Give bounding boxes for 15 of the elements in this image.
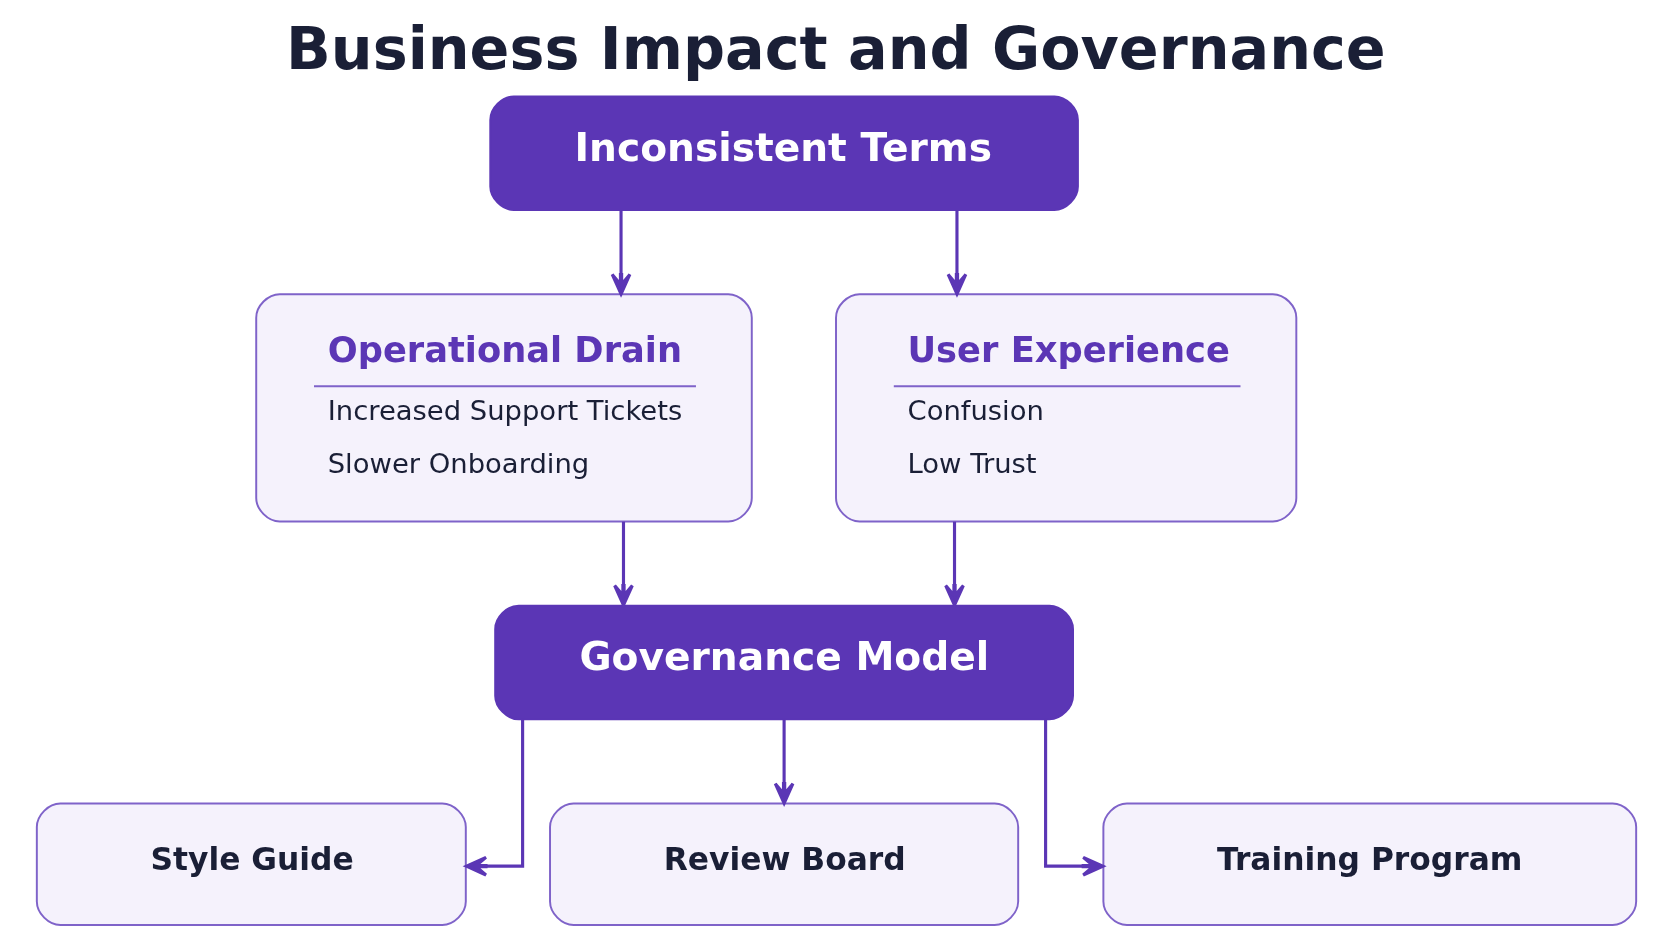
node-box: Training Program xyxy=(1101,802,1637,926)
arrow xyxy=(943,521,965,607)
diagram-title: Business Impact and Governance xyxy=(285,13,1386,83)
node-box: Style Guide xyxy=(35,802,467,926)
node-box: Inconsistent Terms xyxy=(488,95,1079,211)
arrow xyxy=(612,521,634,607)
node-box: Operational Drain Increased Support Tickets Slower Onboarding xyxy=(254,293,753,523)
arrow xyxy=(1043,719,1104,877)
arrow xyxy=(464,719,524,877)
arrow xyxy=(610,210,631,296)
arrow xyxy=(946,210,967,296)
node-box: Review Board xyxy=(548,802,1019,926)
arrow xyxy=(773,719,794,805)
node-box: User Experience Confusion Low Trust xyxy=(834,293,1297,523)
node-box: Governance Model xyxy=(493,604,1074,721)
